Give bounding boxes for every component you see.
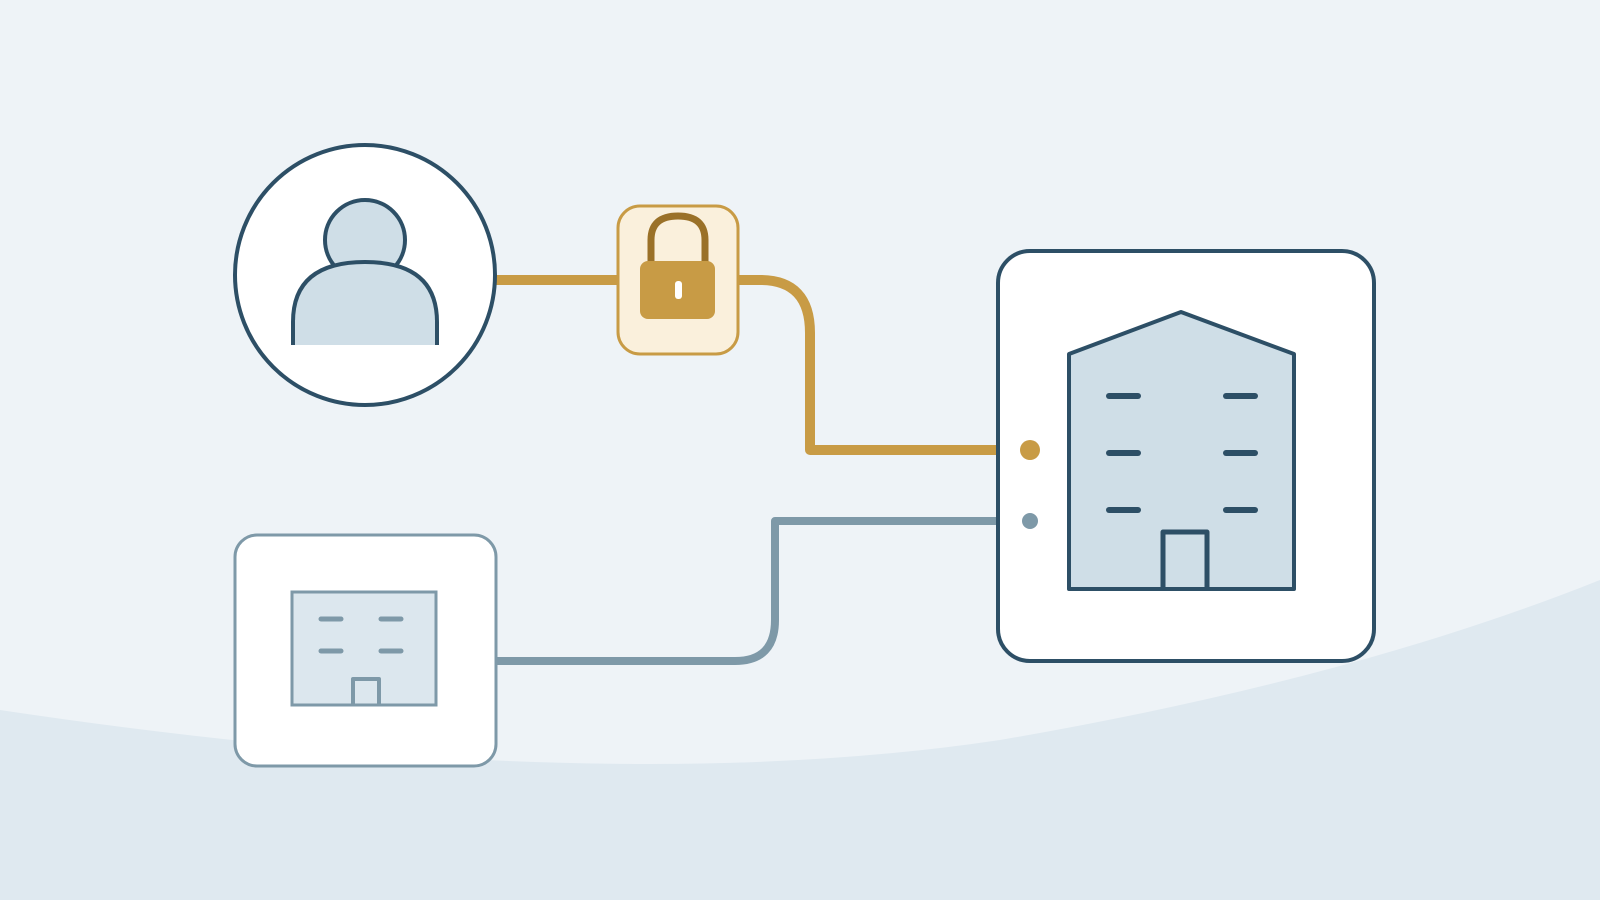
secure-connection-line [489,275,1003,455]
encryption-lock-node[interactable] [616,204,740,356]
branch-port-dot [1022,513,1038,529]
lock-to-building-segment [731,275,1003,455]
branch-building-node[interactable] [233,533,498,768]
building-icon [290,590,438,707]
branch-connection-line [490,517,1002,665]
background-hill [0,580,1600,900]
user-node[interactable] [233,143,497,407]
padlock-icon [640,212,715,319]
user-icon [291,198,439,345]
main-building-node[interactable] [996,249,1376,663]
building-icon [1067,310,1296,591]
secure-port-dot [1020,440,1040,460]
